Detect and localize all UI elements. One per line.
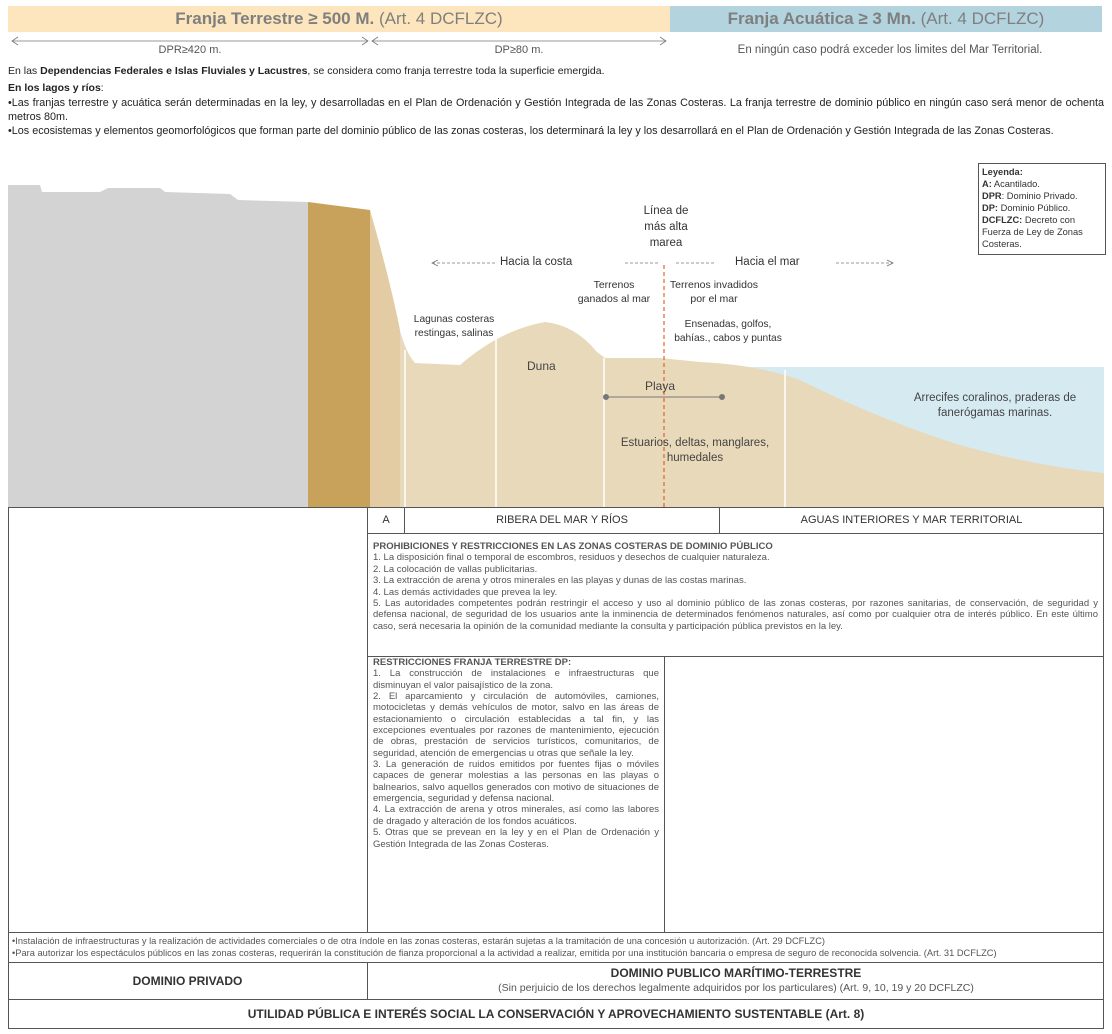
inlets-line2: bahías., cabos y puntas: [674, 333, 782, 344]
domain-row-top-rule: [8, 962, 1104, 963]
public-events-note: •Para autorizar los espectáculos público…: [12, 948, 997, 958]
land-strip-title: Franja Terrestre ≥ 500 M.: [175, 9, 375, 28]
estuaries-line2: humedales: [666, 452, 724, 464]
reefs-label: Arrecifes coralinos, praderas de faneróg…: [900, 391, 1090, 421]
cliff-a: [308, 202, 372, 507]
high-tide-line3: marea: [649, 237, 683, 249]
legend-dp-key: DP:: [982, 203, 999, 213]
zone-a-cell: A: [367, 507, 405, 534]
private-domain-cell: DOMINIO PRIVADO: [132, 974, 243, 988]
sea-strip-reference: (Art. 4 DCFLZC): [920, 9, 1045, 28]
table-left-rule: [8, 507, 9, 1029]
prohibition-item: 1. La disposición final o temporal de es…: [373, 552, 770, 564]
land-strip-reference: (Art. 4 DCFLZC): [378, 9, 503, 28]
high-tide-line2: más alta: [644, 221, 688, 233]
public-domain-width: DP≥80 m.: [494, 44, 544, 56]
private-domain-cliff: [8, 185, 308, 507]
prohibition-item: 5. Las autoridades competentes podrán re…: [373, 598, 1098, 632]
dune-label: Duna: [527, 359, 556, 373]
prohibition-item: 2. La colocación de vallas publicitarias…: [373, 563, 538, 575]
table-bottom-rule: [8, 1028, 1104, 1029]
prohibition-item: 3. La extracción de arena y otros minera…: [373, 575, 747, 587]
inlets-label: Ensenadas, golfos, bahías., cabos y punt…: [668, 318, 788, 346]
restriction-item: 1. La construcción de instalaciones e in…: [373, 668, 659, 691]
notes-top-rule: [8, 932, 1104, 933]
reefs-line2: fanerógamas marinas.: [937, 407, 1053, 419]
cliff-face: [370, 210, 400, 507]
restriction-item: 4. La extracción de arena y otros minera…: [373, 804, 659, 827]
lakes-rivers-colon: :: [100, 82, 104, 94]
invaded-land-line2: por el mar: [690, 293, 738, 305]
legend-title: Leyenda:: [982, 167, 1023, 177]
estuaries-label: Estuarios, deltas, manglares, humedales: [610, 436, 780, 466]
land-strip-header: Franja Terrestre ≥ 500 M. (Art. 4 DCFLZC…: [8, 6, 670, 32]
lagoons-line2: restingas, salinas: [414, 328, 494, 339]
concession-note: •Instalación de infraestructuras y la re…: [12, 936, 826, 946]
high-tide-label: Línea de más alta marea: [616, 203, 716, 251]
legend-dpr-value: : Dominio Privado.: [1001, 191, 1078, 201]
gained-land-line2: ganados al mar: [577, 293, 651, 305]
public-utility-footer: UTILIDAD PÚBLICA E INTERÉS SOCIAL LA CON…: [247, 1007, 865, 1021]
legend-a-key: A:: [982, 179, 992, 189]
beach-label: Playa: [645, 379, 676, 393]
estuaries-line1: Estuarios, deltas, manglares,: [620, 437, 770, 449]
private-domain-width: DPR≥420 m.: [158, 44, 222, 56]
legend-dcflzc-value: Decreto con Fuerza de Ley de Zonas Coste…: [982, 215, 1083, 249]
dependencies-note-pre: En las: [8, 65, 41, 77]
zone-aguas-cell: AGUAS INTERIORES Y MAR TERRITORIAL: [719, 507, 1104, 534]
table-right-rule: [1103, 507, 1104, 1029]
restrictions-panel: RESTRICCIONES FRANJA TERRESTRE DP: 1. La…: [367, 656, 665, 933]
public-domain-title: DOMINIO PUBLICO MARÍTIMO-TERRESTRE: [610, 966, 862, 980]
domain-row-divider: [367, 962, 368, 999]
legend-dpr-key: DPR: [982, 191, 1002, 201]
restriction-item: 5. Otras que se prevean en la ley y en e…: [373, 827, 659, 850]
sea-strip-title: Franja Acuática ≥ 3 Mn.: [727, 9, 916, 28]
sea-strip-header: Franja Acuática ≥ 3 Mn. (Art. 4 DCFLZC): [670, 6, 1102, 32]
gained-land-label: Terrenos ganados al mar: [565, 278, 663, 306]
prohibitions-panel: PROHIBICIONES Y RESTRICCIONES EN LAS ZON…: [367, 533, 1104, 657]
restrictions-title: RESTRICCIONES FRANJA TERRESTRE DP:: [373, 657, 572, 668]
dependencies-note-post: , se considera como franja terrestre tod…: [307, 65, 605, 77]
lakes-rivers-heading: En los lagos y ríos:: [8, 81, 1104, 95]
toward-sea-label: Hacia el mar: [735, 256, 800, 268]
prohibitions-title: PROHIBICIONES Y RESTRICCIONES EN LAS ZON…: [373, 541, 773, 552]
high-tide-line1: Línea de: [643, 205, 689, 217]
public-domain-subtitle: (Sin perjuicio de los derechos legalment…: [498, 982, 974, 994]
dimension-arrows: [11, 36, 667, 46]
territorial-sea-limit: En ningún caso podrá exceder los limites…: [737, 44, 1043, 56]
legend-dp-value: Dominio Público.: [998, 203, 1071, 213]
invaded-land-label: Terrenos invadidos por el mar: [665, 278, 763, 306]
legend-box: Leyenda: A: Acantilado. DPR: Dominio Pri…: [978, 163, 1106, 255]
inlets-line1: Ensenadas, golfos,: [684, 319, 772, 330]
lakes-rivers-bullet-1: •Las franjas terrestre y acuática serán …: [8, 97, 1104, 123]
coastal-profile-diagram: [8, 185, 1104, 507]
restriction-item: 2. El aparcamiento y circulación de auto…: [373, 691, 659, 759]
legend-a-value: Acantilado.: [991, 179, 1040, 189]
toward-coast-label: Hacia la costa: [500, 256, 573, 268]
lagoons-label: Lagunas costeras restingas, salinas: [404, 313, 504, 341]
lakes-rivers-bullet-2: •Los ecosistemas y elementos geomorfológ…: [8, 125, 1054, 137]
reefs-line1: Arrecifes coralinos, praderas de: [913, 392, 1077, 404]
footer-top-rule: [8, 999, 1104, 1000]
lagoons-line1: Lagunas costeras: [413, 314, 495, 325]
restriction-item: 3. La generación de ruidos emitidos por …: [373, 759, 659, 805]
prohibition-item: 4. Las demás actividades que prevea la l…: [373, 586, 558, 598]
coastal-land: [370, 310, 1104, 507]
invaded-land-line1: Terrenos invadidos: [669, 279, 759, 291]
dependencies-note-bold: Dependencias Federales e Islas Fluviales…: [40, 65, 308, 77]
dependencies-note: En las Dependencias Federales e Islas Fl…: [8, 64, 1104, 78]
lakes-rivers-title: En los lagos y ríos: [8, 82, 101, 94]
gained-land-line1: Terrenos: [593, 279, 635, 291]
legend-dcflzc-key: DCFLZC:: [982, 215, 1023, 225]
zone-ribera-cell: RIBERA DEL MAR Y RÍOS: [404, 507, 720, 534]
